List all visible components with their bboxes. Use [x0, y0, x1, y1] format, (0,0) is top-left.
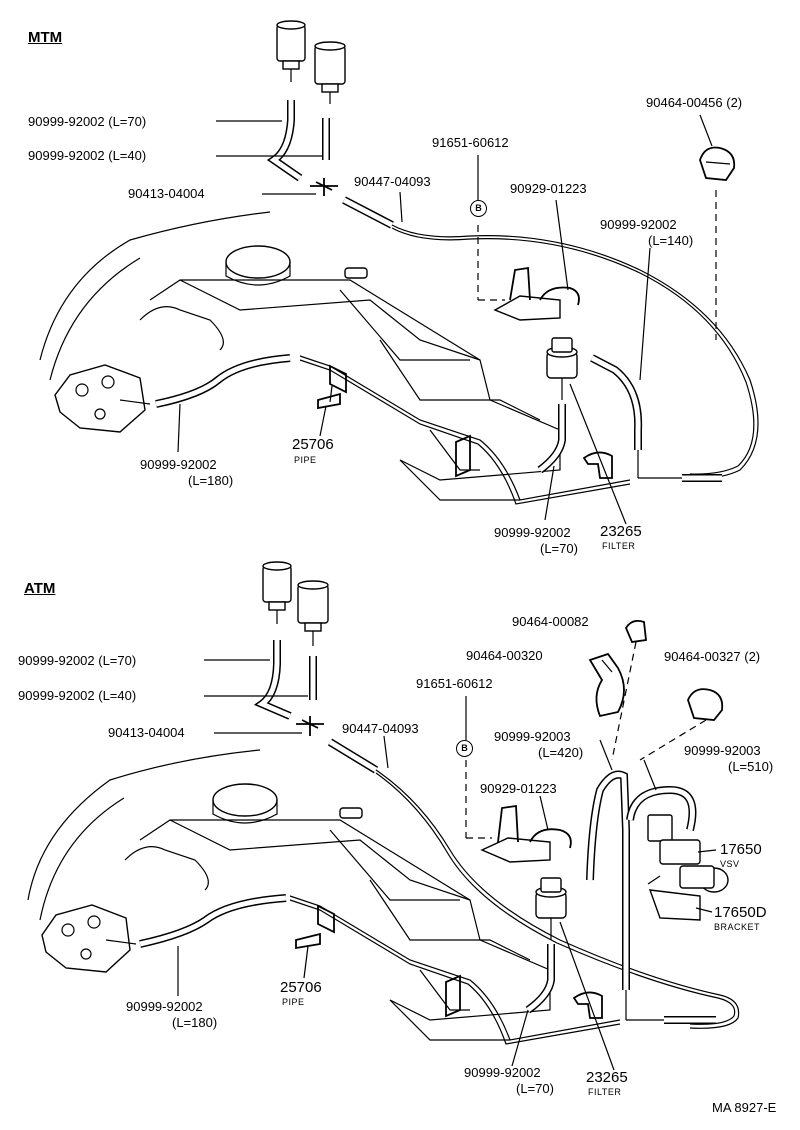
atm-engine-outline: [27, 749, 551, 1041]
mtm-label-hose-l70-bottom-part: 90999-92002: [494, 525, 571, 540]
atm-label-hose-l40: 90999-92002 (L=40): [18, 688, 137, 703]
mtm-label-hose-l40: 90999-92002 (L=40): [28, 148, 147, 163]
atm-label-clip-320: 90464-00320: [466, 648, 543, 663]
atm-canister-left: [262, 561, 292, 624]
atm-label-hose-l180-length: (L=180): [172, 1015, 218, 1030]
atm-filter: [535, 877, 567, 940]
atm-label-clip-327: 90464-00327 (2): [664, 649, 761, 664]
mtm-label-clip: 90464-00456 (2): [646, 95, 743, 110]
atm-b-mark: B: [456, 740, 473, 757]
mtm-label-tee: 90413-04004: [128, 186, 205, 201]
atm-label-hose-l70-bottom-part: 90999-92002: [464, 1065, 541, 1080]
mtm-label-pipe-number: 25706: [292, 436, 334, 453]
atm-label-vsv-number: 17650: [720, 841, 762, 858]
mtm-filter: [546, 337, 578, 400]
atm-section-title: ATM: [24, 580, 56, 597]
mtm-label-hose-l140-length: (L=140): [648, 233, 694, 248]
atm-canister-right: [297, 580, 329, 646]
atm-label-hose-l70-top: 90999-92002 (L=70): [18, 653, 137, 668]
mtm-bracket: [493, 266, 580, 321]
atm-label-filter-caption: FILTER: [588, 1087, 622, 1097]
mtm-section-title: MTM: [28, 29, 63, 46]
atm-label-vsv-caption: VSV: [720, 859, 740, 869]
mtm-label-hose-l180-length: (L=180): [188, 473, 234, 488]
mtm-engine-outline: [39, 211, 561, 501]
atm-label-bracket-caption: BRACKET: [714, 922, 761, 932]
mtm-clip-icon: [699, 146, 736, 181]
atm-label-clamp-b: 91651-60612: [416, 676, 493, 691]
atm-diagram: [27, 561, 740, 1071]
mtm-label-hose-l180-part: 90999-92002: [140, 457, 217, 472]
atm-label-tee: 90413-04004: [108, 725, 185, 740]
atm-label-hose-l510-length: (L=510): [728, 759, 774, 774]
mtm-label-hose-l140-part: 90999-92002: [600, 217, 677, 232]
mtm-canister-left: [276, 20, 306, 82]
mtm-label-hose-l70-bottom-length: (L=70): [540, 541, 578, 556]
mtm-b-mark: B: [470, 200, 487, 217]
mtm-label-clamp-b: 91651-60612: [432, 135, 509, 150]
atm-label-filter-number: 23265: [586, 1069, 628, 1086]
atm-label-hose-l420-length: (L=420): [538, 745, 584, 760]
atm-clip-82-icon: [624, 619, 647, 643]
atm-charcoal-device: [41, 904, 137, 973]
mtm-canister-right: [314, 41, 346, 104]
atm-label-tube: 90447-04093: [342, 721, 419, 736]
mtm-label-filter-number: 23265: [600, 523, 642, 540]
mtm-label-hose-l70-top: 90999-92002 (L=70): [28, 114, 147, 129]
atm-label-clip-82: 90464-00082: [512, 614, 589, 629]
atm-label-hose-l510-part: 90999-92003: [684, 743, 761, 758]
atm-bracket: [480, 804, 572, 863]
atm-pipe-bracket: [295, 904, 335, 950]
atm-vsv: [647, 814, 729, 893]
mtm-label-filter-caption: FILTER: [602, 541, 636, 551]
mtm-diagram: [39, 20, 759, 525]
atm-clip-327-icon: [687, 688, 724, 721]
mtm-label-tube: 90447-04093: [354, 174, 431, 189]
atm-clip-320-icon: [588, 652, 625, 718]
atm-label-hose-l180-part: 90999-92002: [126, 999, 203, 1014]
atm-label-pipe-caption: PIPE: [282, 997, 305, 1007]
atm-vsv-bracket: [647, 875, 701, 921]
atm-label-hose-l70-bottom-length: (L=70): [516, 1081, 554, 1096]
atm-label-bracket: 90929-01223: [480, 781, 557, 796]
mtm-label-pipe-caption: PIPE: [294, 455, 317, 465]
atm-label-bracket-number: 17650D: [714, 904, 767, 921]
mtm-label-bracket: 90929-01223: [510, 181, 587, 196]
mtm-charcoal-device: [54, 364, 151, 433]
atm-label-hose-l420-part: 90999-92003: [494, 729, 571, 744]
atm-label-pipe-number: 25706: [280, 979, 322, 996]
diagram-code: MA 8927-E: [712, 1100, 777, 1115]
mtm-pipe-bracket: [317, 364, 347, 410]
